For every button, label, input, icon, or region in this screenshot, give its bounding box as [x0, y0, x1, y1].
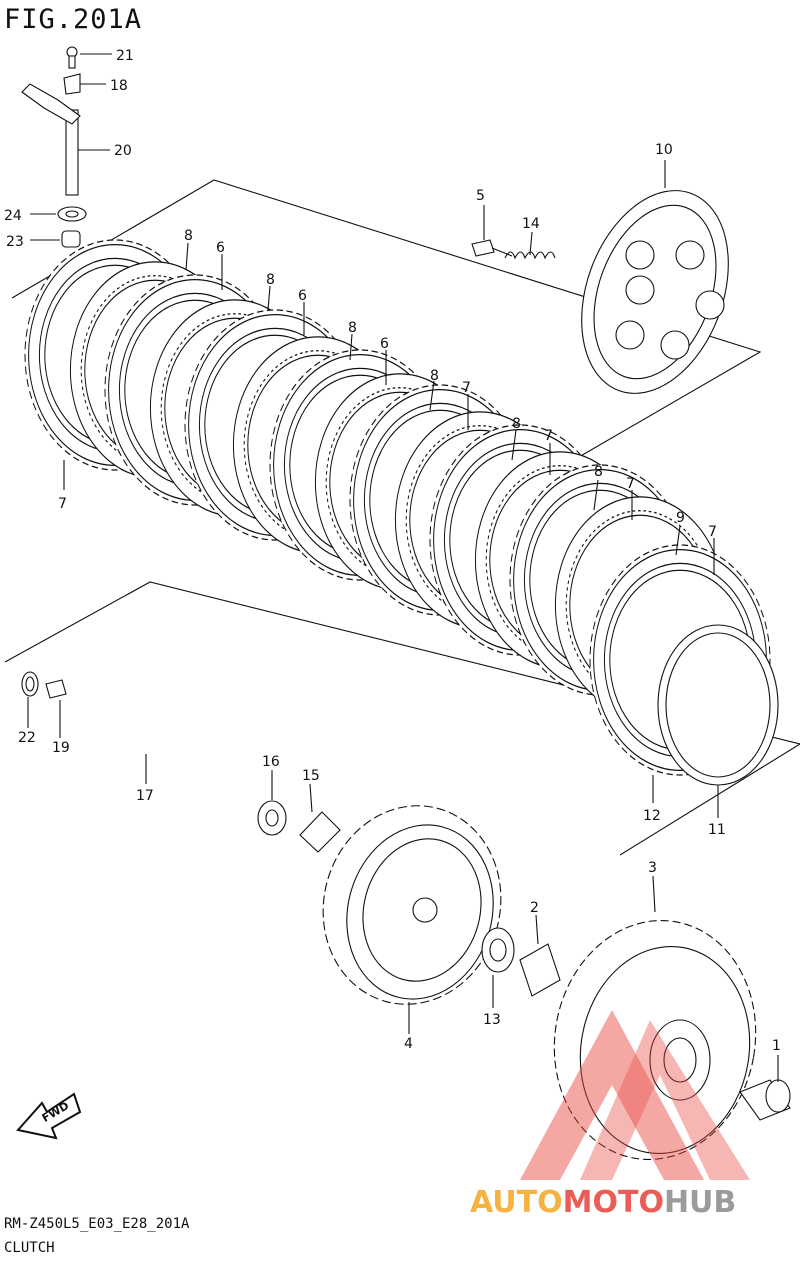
- callout-c7c: 7: [626, 476, 635, 492]
- callout-c17: 17: [136, 788, 154, 804]
- callout-c7a: 7: [462, 380, 471, 396]
- callout-c16: 16: [262, 754, 280, 770]
- callout-c6b: 6: [298, 288, 307, 304]
- callout-c2: 2: [530, 900, 539, 916]
- callout-c7b: 7: [544, 428, 553, 444]
- pressure-plate-group: [471, 190, 729, 394]
- callout-c1: 1: [772, 1038, 781, 1054]
- callout-c21: 21: [116, 48, 134, 64]
- callout-c6a: 6: [216, 240, 225, 256]
- callout-c22: 22: [18, 730, 36, 746]
- sleeve-hub: [322, 805, 502, 1005]
- release-arm: [21, 83, 81, 125]
- spring-seat-ring: [657, 624, 779, 786]
- figure-title: FIG.201A: [4, 4, 143, 35]
- bolt-shank: [68, 55, 76, 69]
- guide-lines: [4, 179, 800, 856]
- oil-seal: [57, 206, 87, 222]
- callout-c18: 18: [110, 78, 128, 94]
- watermark-hub: HUB: [664, 1185, 736, 1220]
- callout-c20: 20: [114, 143, 132, 159]
- callout-c8c: 8: [348, 320, 357, 336]
- callout-c11: 11: [708, 822, 726, 838]
- thrust-bearing: [21, 671, 39, 697]
- callout-c9: 9: [676, 510, 685, 526]
- callout-c3: 3: [648, 860, 657, 876]
- callout-c8b: 8: [266, 272, 275, 288]
- needle-bearing-2: [519, 943, 561, 997]
- lock-washer: [299, 811, 341, 853]
- plate-stack: [24, 239, 779, 786]
- watermark-moto: MOTO: [563, 1185, 664, 1220]
- callout-c10: 10: [655, 142, 673, 158]
- callout-c7e: 7: [58, 496, 67, 512]
- callout-c8a: 8: [184, 228, 193, 244]
- push-rod-group: [21, 671, 341, 853]
- callout-c24: 24: [4, 208, 22, 224]
- watermark-triangle-icon: [520, 1010, 704, 1180]
- fwd-arrow-icon: FWD: [16, 1092, 82, 1140]
- callout-c14: 14: [522, 216, 540, 232]
- pressure-bolt: [471, 239, 495, 257]
- thrust-washer: [481, 927, 515, 973]
- svg-text:AUTOMOTOHUB: AUTOMOTOHUB: [470, 1185, 736, 1220]
- watermark-logo: AUTOMOTOHUB: [470, 1010, 750, 1220]
- callout-c19: 19: [52, 740, 70, 756]
- callout-labels: 2118202423105148686868787879772219161517…: [4, 48, 781, 1082]
- callout-c5: 5: [476, 188, 485, 204]
- watermark-auto: AUTO: [470, 1185, 563, 1220]
- push-piece: [45, 679, 67, 699]
- needle-bearing: [61, 230, 81, 248]
- model-code-label: RM-Z450L5_E03_E28_201A: [4, 1216, 190, 1232]
- bearing-16: [257, 800, 287, 836]
- pressure-plate: [581, 190, 729, 394]
- callout-c4: 4: [404, 1036, 413, 1052]
- release-shaft-assembly: [21, 46, 87, 248]
- release-plate: [63, 73, 81, 95]
- callout-c8e: 8: [512, 416, 521, 432]
- clutch-housing: [553, 920, 757, 1160]
- callout-c12: 12: [643, 808, 661, 824]
- callout-c7d: 7: [708, 524, 717, 540]
- callout-c8f: 8: [594, 464, 603, 480]
- callout-c13: 13: [483, 1012, 501, 1028]
- callout-c15: 15: [302, 768, 320, 784]
- spacer-group: [481, 927, 561, 997]
- callout-c8d: 8: [430, 368, 439, 384]
- callout-c6c: 6: [380, 336, 389, 352]
- section-name-label: CLUTCH: [4, 1240, 55, 1256]
- bush: [739, 1079, 791, 1121]
- callout-c23: 23: [6, 234, 24, 250]
